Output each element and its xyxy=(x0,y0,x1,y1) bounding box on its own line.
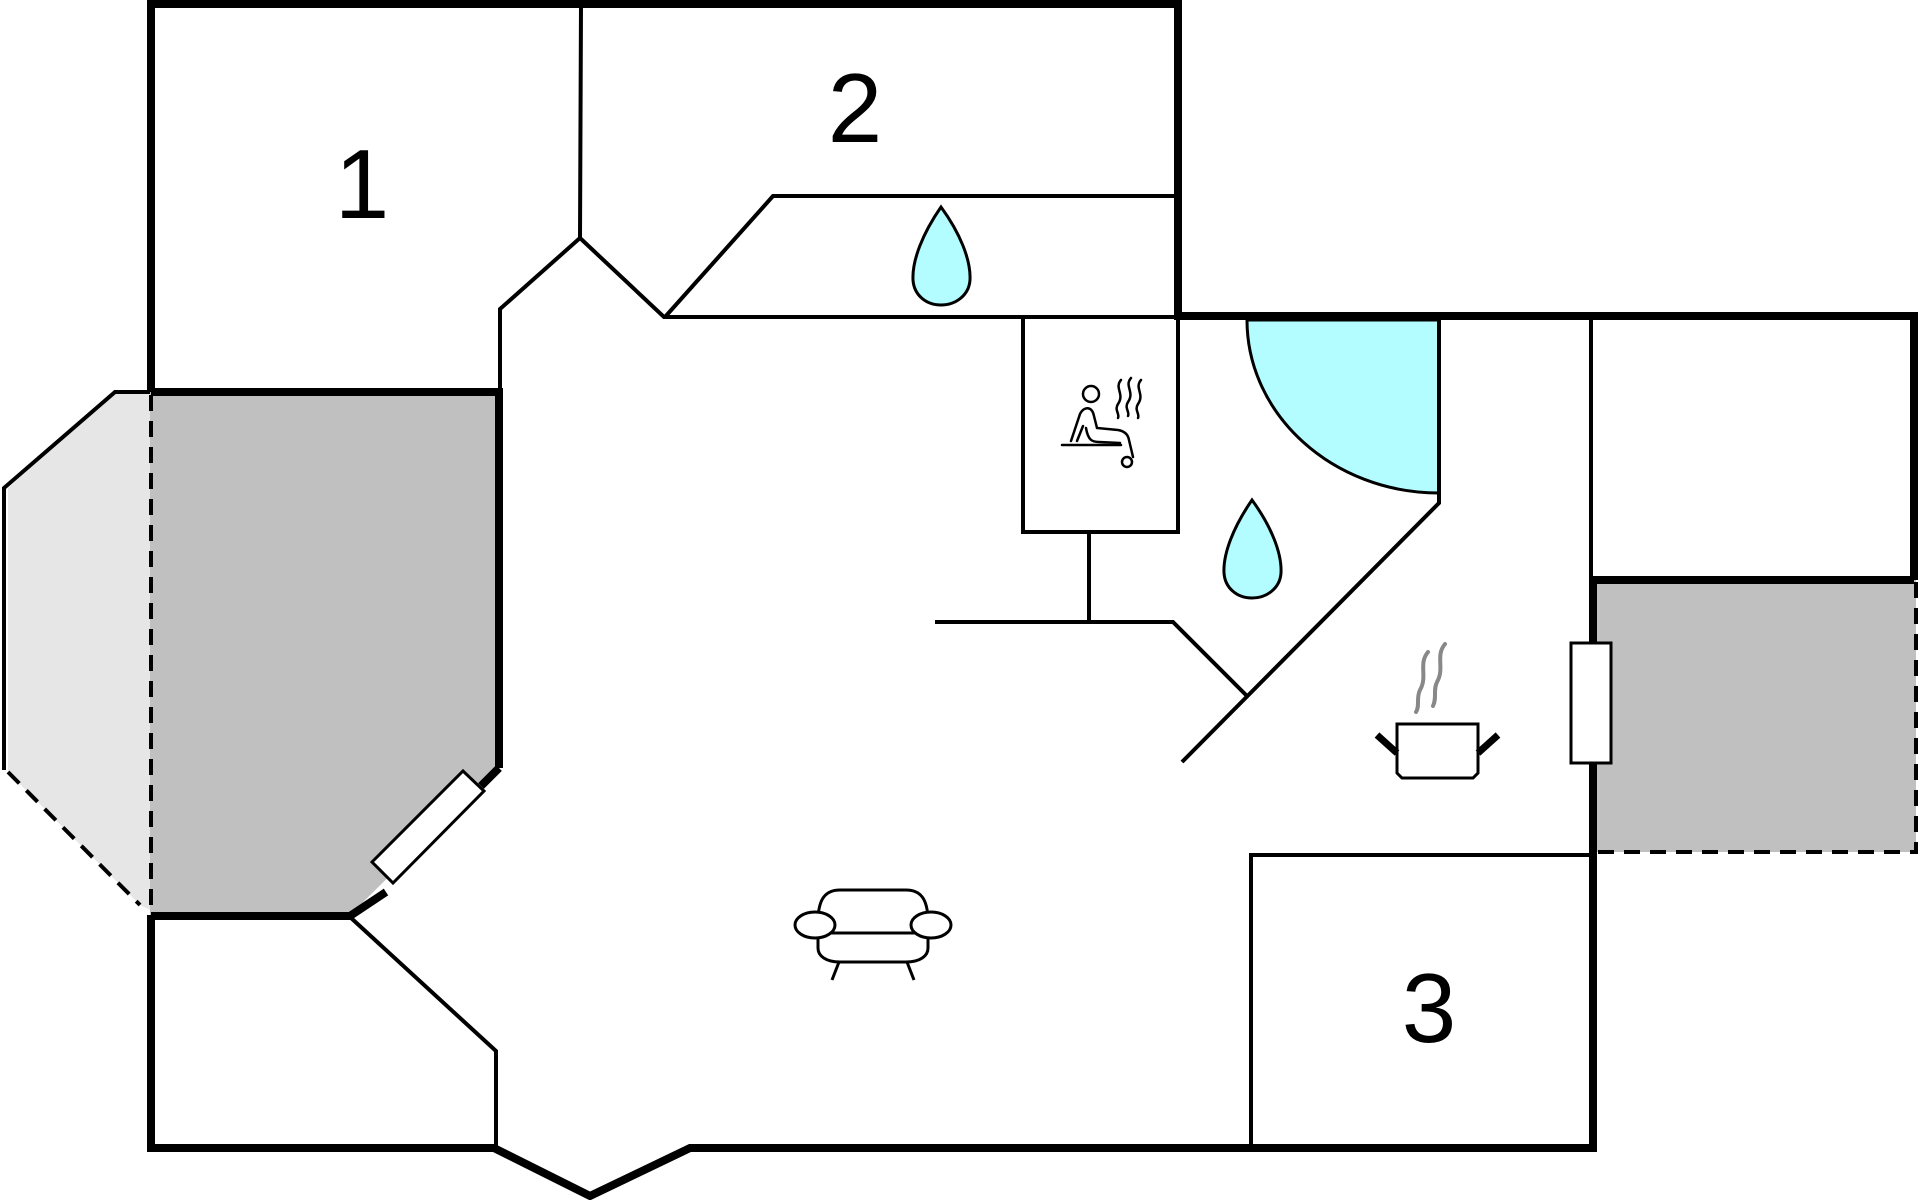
cooking-pot-icon xyxy=(1374,642,1501,780)
sofa-icon xyxy=(793,888,953,981)
terrace-left xyxy=(150,392,499,915)
shower-drop-icon xyxy=(1222,497,1283,600)
outdoor-area-left xyxy=(8,392,150,910)
interior-walls xyxy=(348,3,1593,1146)
outdoor-area-left-edge xyxy=(2,390,150,770)
window-left xyxy=(369,768,487,886)
room-label-3: 3 xyxy=(1402,953,1457,1063)
room-label-1: 1 xyxy=(335,129,390,239)
window-right xyxy=(1569,641,1613,765)
terrace-right-dashed-edge xyxy=(1595,582,1918,854)
shower-tray xyxy=(1245,318,1441,495)
outdoor-area-left-dashed-edge xyxy=(6,770,142,907)
shower-drop-icon xyxy=(911,204,972,307)
sauna-icon xyxy=(1060,376,1143,469)
room-label-2: 2 xyxy=(828,53,883,163)
terrace-right xyxy=(1593,580,1916,852)
